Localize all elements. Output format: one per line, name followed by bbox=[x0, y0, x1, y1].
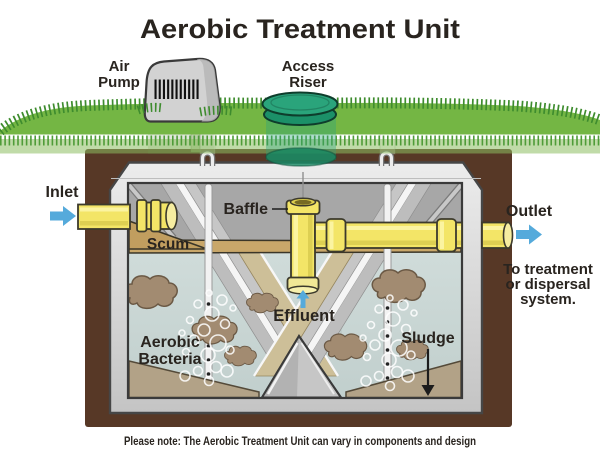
baffle-callout: Baffle bbox=[224, 201, 288, 218]
sludge-arrow-icon bbox=[421, 349, 435, 396]
outlet-pipe bbox=[314, 218, 514, 253]
effluent-arrow-icon bbox=[296, 290, 310, 308]
grass-understory bbox=[0, 139, 600, 154]
clarifier-vee bbox=[260, 334, 343, 398]
outlet-label: Outlet bbox=[506, 203, 553, 220]
inlet-arrow-icon bbox=[50, 206, 76, 226]
page-title: Aerobic Treatment Unit bbox=[140, 14, 460, 44]
scum-label: Scum bbox=[147, 236, 189, 253]
sludge-label: Sludge bbox=[401, 330, 454, 347]
outlet-arrow-icon bbox=[516, 224, 542, 245]
access-riser bbox=[261, 91, 339, 167]
effluent-label: Effluent bbox=[273, 307, 335, 325]
effluent-riser-pipe bbox=[285, 197, 321, 295]
inlet-pipe bbox=[77, 199, 178, 233]
grass-blades-top bbox=[0, 97, 600, 136]
baffle-label: Baffle bbox=[224, 201, 269, 218]
riser-lid bbox=[261, 91, 339, 117]
chamber-border bbox=[126, 181, 464, 400]
riser-lid-inner bbox=[270, 94, 330, 111]
riser-base bbox=[265, 147, 337, 167]
inlet-label: Inlet bbox=[46, 184, 80, 201]
air-pump bbox=[136, 57, 233, 123]
pump-vent-grille bbox=[154, 79, 199, 99]
pipes bbox=[77, 172, 514, 295]
aerator-tube-left bbox=[204, 183, 213, 383]
footnote: Please note: The Aerobic Treatment Unit … bbox=[124, 436, 476, 448]
